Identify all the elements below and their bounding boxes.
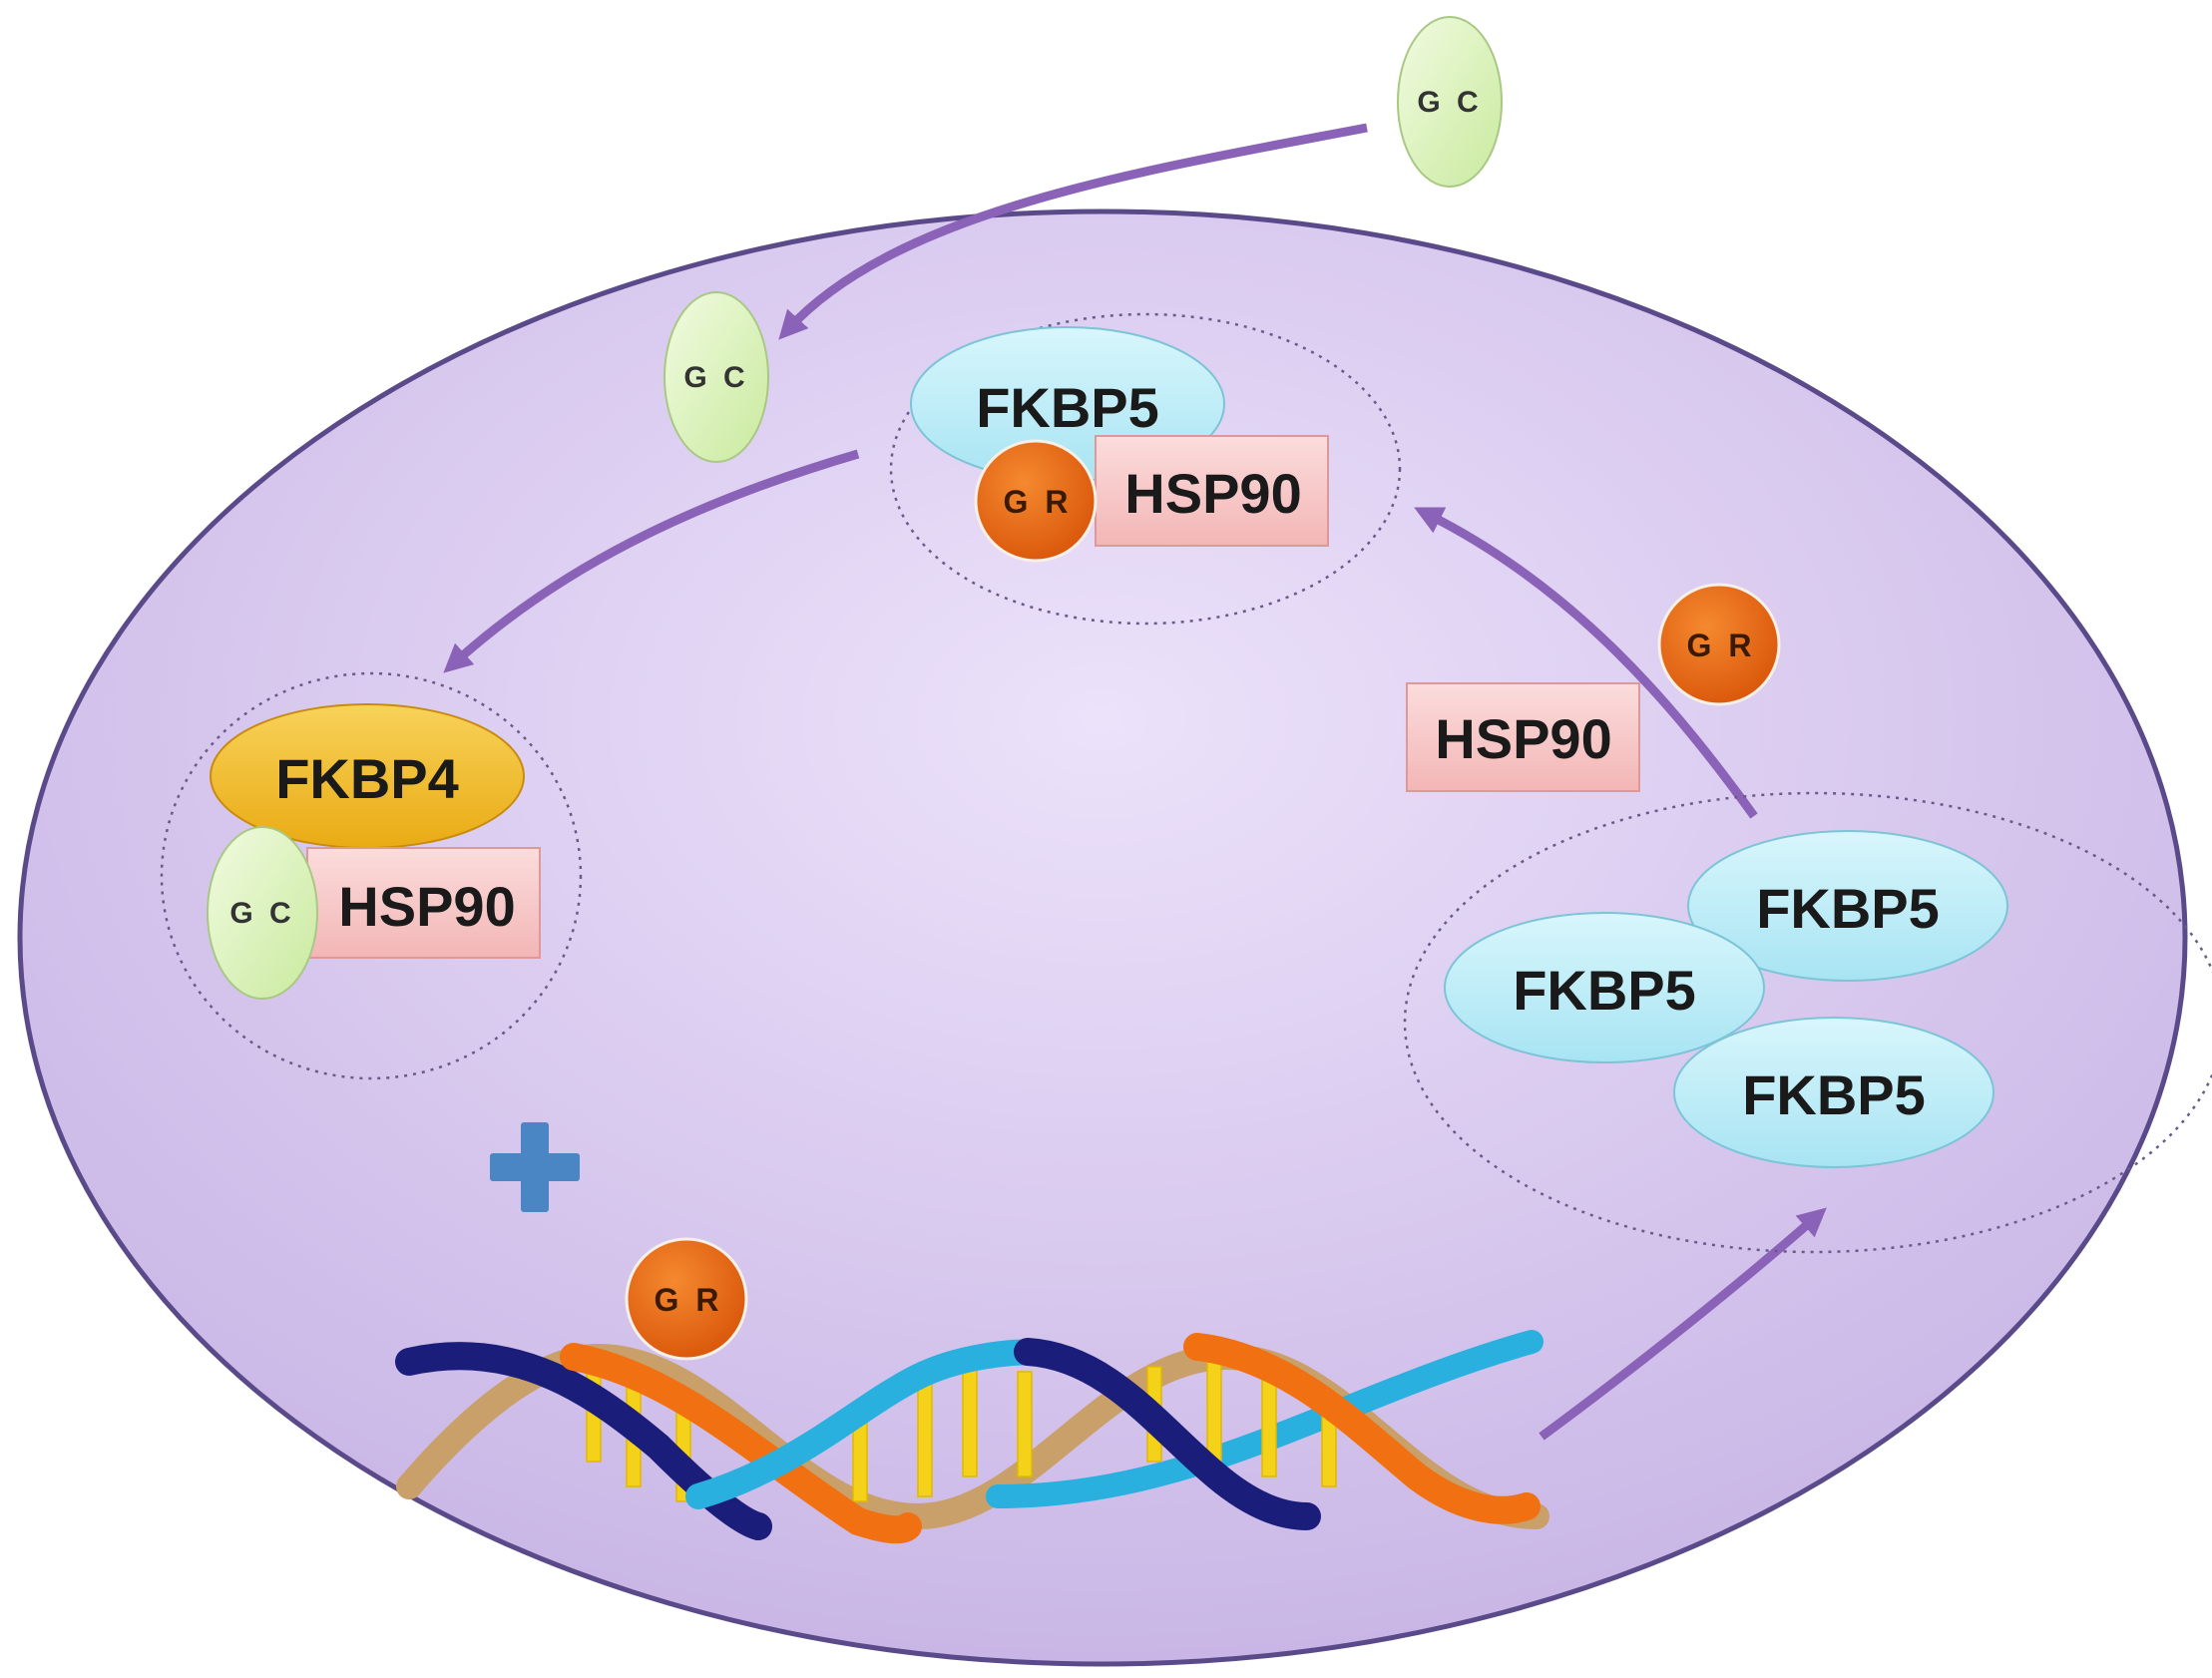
fkbp5-gr-hsp90-complex-boundary [889, 312, 1402, 626]
arrow-to-fkbp5-complex [1414, 507, 1758, 819]
gc-outside: G C [1397, 16, 1503, 188]
hsp90-complex-label: HSP90 [1124, 462, 1301, 525]
fkbp5-gr-hsp90-complex: FKBP5 HSP90 G R [910, 326, 1329, 563]
gr-dna-label: G R [655, 1282, 723, 1318]
fkbp5-pool-label-a: FKBP5 [1756, 877, 1940, 940]
hsp90-fkbp4-label: HSP90 [338, 875, 515, 938]
hsp90-free: HSP90 [1406, 682, 1640, 792]
gc-outside-label: G C [1417, 86, 1482, 119]
fkbp4-gc-hsp90-complex-boundary [160, 671, 583, 1080]
gr-free-label: G R [1687, 628, 1756, 663]
arrow-dna-to-fkbp5 [1539, 1207, 1827, 1441]
dna-helix-icon [395, 1330, 1549, 1544]
gr-on-dna: G R [625, 1237, 748, 1361]
cell-body [17, 209, 2188, 1667]
fkbp5-pool-label-c: FKBP5 [1742, 1063, 1926, 1126]
hsp90-free-label: HSP90 [1435, 707, 1611, 770]
fkbp5-pool-label-b: FKBP5 [1513, 959, 1696, 1022]
gr-free: G R [1657, 583, 1781, 706]
arrow-gc-entry [778, 123, 1368, 340]
fkbp4-gc-hsp90-complex: FKBP4 HSP90 G C [207, 703, 541, 1000]
gc-inside-label: G C [683, 361, 748, 394]
fkbp5-pool: FKBP5 FKBP5 FKBP5 [1444, 830, 2008, 1168]
fkbp4-label: FKBP4 [275, 747, 459, 810]
fkbp5-complex-label: FKBP5 [976, 376, 1159, 439]
arrow-to-fkbp4-complex [443, 449, 860, 673]
plus-icon [490, 1122, 580, 1212]
gc-inside: G C [664, 291, 769, 463]
gr-complex-label: G R [1004, 484, 1073, 520]
gc-complex-label: G C [229, 897, 294, 930]
